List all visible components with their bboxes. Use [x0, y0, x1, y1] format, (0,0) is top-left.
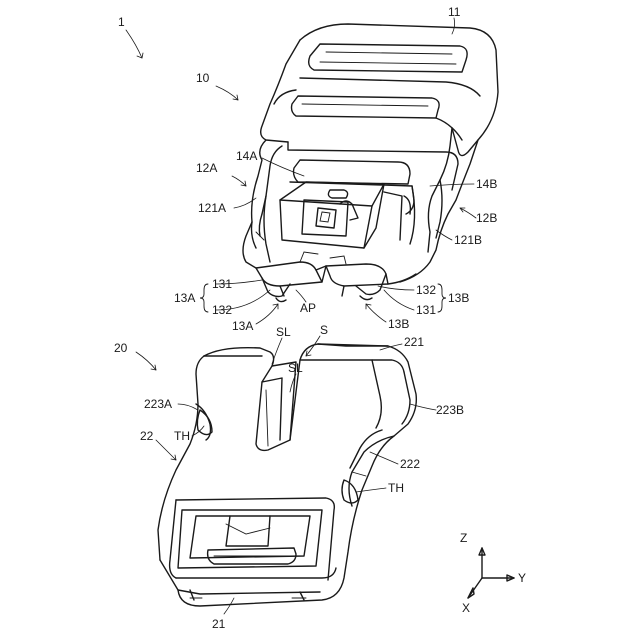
brace-13B [438, 284, 446, 312]
brace-13A [200, 284, 208, 312]
label-131-right: 131 [416, 303, 436, 317]
axis-label-x: X [462, 601, 470, 615]
label-21: 21 [212, 617, 226, 631]
label-11: 11 [448, 5, 461, 19]
male-buckle-part [243, 24, 498, 302]
label-12A: 12A [196, 161, 217, 175]
label-AP: AP [300, 301, 316, 315]
label-13B-arrow: 13B [388, 317, 409, 331]
label-SL-top: SL [276, 325, 291, 339]
prong-13A [256, 252, 322, 302]
label-S: S [320, 323, 328, 337]
axis-triad [468, 548, 514, 598]
inner-window [294, 160, 411, 184]
label-12B: 12B [476, 211, 497, 225]
label-223B: 223B [436, 403, 464, 417]
reference-labels: 1 10 11 14A 12A 121A 14B 12B 121B 13A 13… [114, 5, 526, 631]
label-13B-group: 13B [448, 291, 469, 305]
strap-slot-upper [309, 44, 467, 72]
label-121A: 121A [198, 201, 226, 215]
strap-slot-lower [292, 96, 440, 118]
label-1: 1 [118, 15, 125, 29]
label-22: 22 [140, 429, 154, 443]
label-14A: 14A [236, 149, 257, 163]
label-14B: 14B [476, 177, 497, 191]
label-132-left: 132 [212, 303, 232, 317]
label-132-right: 132 [416, 283, 436, 297]
label-10: 10 [196, 71, 210, 85]
base-opening [178, 510, 322, 568]
axis-label-y: Y [518, 571, 526, 585]
arm-12B [384, 186, 415, 244]
center-latch-block [280, 182, 384, 248]
label-131-left: 131 [212, 277, 232, 291]
label-222: 222 [400, 457, 420, 471]
label-13A-arrow: 13A [232, 319, 253, 333]
label-121B: 121B [454, 233, 482, 247]
strap-loop-front-edge [261, 40, 300, 142]
axis-label-z: Z [460, 531, 467, 545]
label-TH-left: TH [174, 429, 190, 443]
female-buckle-part [158, 344, 416, 606]
label-13A-group: 13A [174, 291, 195, 305]
prong-13B [326, 256, 388, 300]
label-223A: 223A [144, 397, 172, 411]
label-TH-right: TH [388, 481, 404, 495]
label-SL-mid: SL [288, 361, 303, 375]
label-20: 20 [114, 341, 128, 355]
label-221: 221 [404, 335, 424, 349]
arm-12A [252, 196, 271, 262]
